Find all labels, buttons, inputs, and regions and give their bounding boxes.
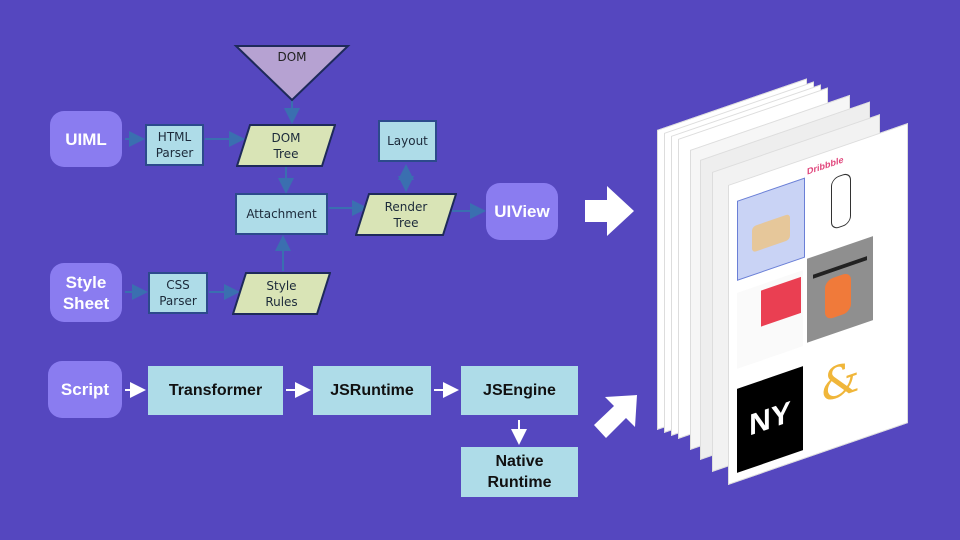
style-sheet-node: Style Sheet: [50, 263, 122, 322]
ny-tile: NY: [737, 366, 803, 473]
style-sheet-line1: Style: [65, 272, 107, 292]
style-rules-line2: Rules: [265, 294, 298, 309]
illustration-tile: [737, 177, 805, 281]
css-parser-line2: Parser: [159, 294, 197, 308]
native-runtime-line1: Native: [495, 453, 544, 470]
html-parser-node: HTML Parser: [145, 124, 204, 166]
arrow-right-icon: [585, 186, 634, 236]
arrow-up-right-icon: [594, 395, 637, 438]
render-tree-line2: Tree: [393, 215, 419, 230]
uiview-node: UIView: [486, 183, 558, 240]
attachment-node: Attachment: [235, 193, 328, 235]
css-parser-node: CSS Parser: [148, 272, 208, 314]
html-parser-line2: Parser: [155, 146, 194, 160]
render-tree-line1: Render: [384, 199, 428, 214]
layout-node: Layout: [378, 120, 437, 162]
dom-tree-line1: DOM: [271, 130, 301, 145]
dom-label: DOM: [277, 50, 307, 64]
ui-tile: [737, 270, 803, 369]
fitness-tile: [807, 236, 873, 343]
jsengine-node: JSEngine: [461, 366, 578, 415]
native-runtime-node: Native Runtime: [461, 447, 578, 497]
ampersand-tile: &: [807, 332, 873, 431]
dom-triangle: [233, 45, 351, 102]
script-node: Script: [48, 361, 122, 418]
uiml-node: UIML: [50, 111, 122, 167]
dom-tree-line2: Tree: [273, 146, 299, 161]
style-sheet-line2: Sheet: [62, 293, 110, 313]
style-rules-line1: Style: [266, 278, 297, 293]
native-runtime-line2: Runtime: [487, 474, 552, 491]
html-parser-line1: HTML: [157, 130, 192, 144]
front-page: Dribbble NY &: [728, 123, 908, 485]
css-parser-line1: CSS: [166, 278, 190, 292]
jsruntime-node: JSRuntime: [313, 366, 431, 415]
transformer-node: Transformer: [148, 366, 283, 415]
